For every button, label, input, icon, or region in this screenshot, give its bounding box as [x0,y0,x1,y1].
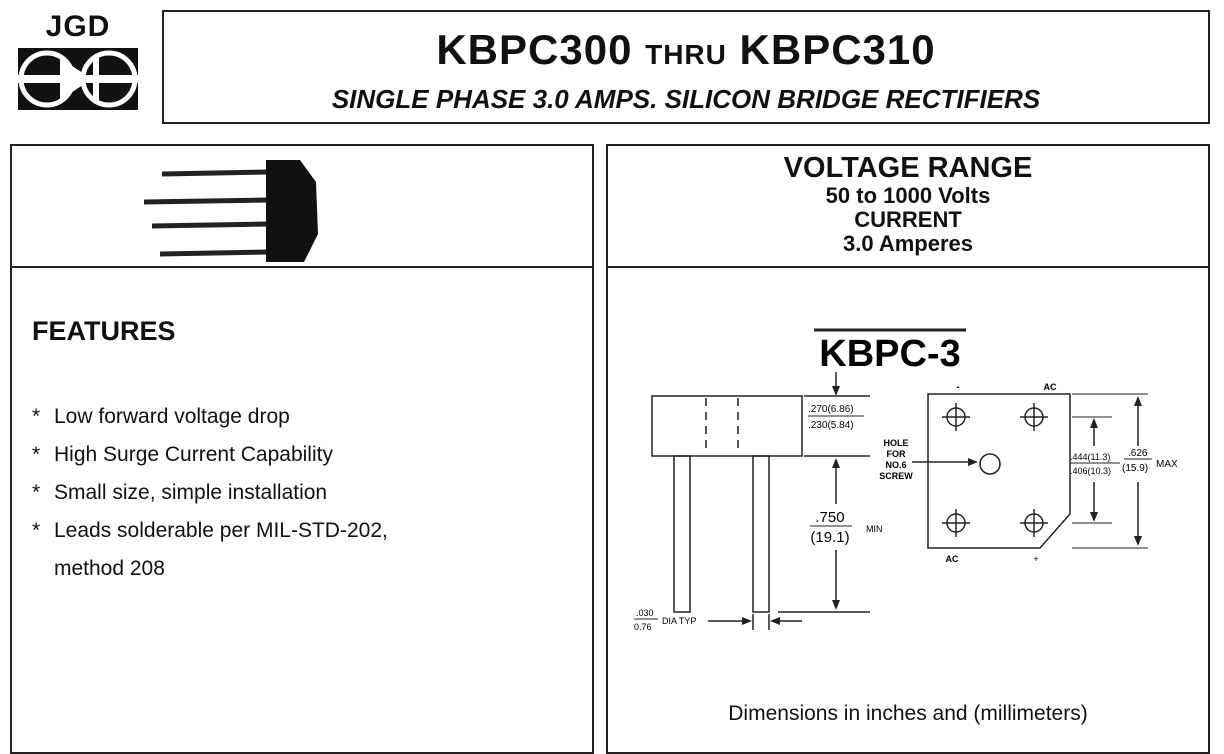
svg-text:AC: AC [1044,382,1057,392]
specs-panel: VOLTAGE RANGE 50 to 1000 Volts CURRENT 3… [606,144,1210,754]
part-from: KBPC300 [436,26,633,73]
svg-text:AC: AC [946,554,959,564]
svg-text:-: - [956,382,959,393]
title-box: KBPC300 THRU KBPC310 SINGLE PHASE 3.0 AM… [162,10,1210,124]
svg-text:FOR: FOR [887,449,906,459]
company-logo: JGD [16,10,144,114]
svg-text:.750: .750 [815,509,844,526]
features-panel: FEATURES *Low forward voltage drop *High… [10,144,594,754]
list-item: *High Surge Current Capability [32,440,388,478]
svg-text:.270(6.86): .270(6.86) [808,404,854,415]
logo-text: JGD [45,10,111,43]
list-item: *Small size, simple installation [32,478,388,516]
dimensions-note: Dimensions in inches and (millimeters) [728,702,1088,725]
voltage-heading: VOLTAGE RANGE [783,152,1033,184]
subtitle: SINGLE PHASE 3.0 AMPS. SILICON BRIDGE RE… [331,84,1041,114]
svg-text:MIN: MIN [866,524,883,534]
svg-text:.406(10.3): .406(10.3) [1070,466,1111,476]
package-name: KBPC-3 [819,333,960,375]
lead [673,455,691,613]
current-heading: CURRENT [854,207,962,232]
svg-text:SCREW: SCREW [879,471,913,481]
svg-text:(19.1): (19.1) [810,529,849,546]
svg-text:.230(5.84): .230(5.84) [808,420,854,431]
side-view-body [651,395,803,457]
svg-text:MAX: MAX [1156,459,1178,470]
current-value: 3.0 Amperes [842,231,974,256]
mounting-hole [979,453,1001,475]
package-side-illustration [143,160,318,262]
mechanical-drawing: KBPC-3 .270(6.86) .230(5.84) .750 (19.1)… [634,328,1178,632]
voltage-value: 50 to 1000 Volts [825,183,991,208]
svg-text:.030: .030 [636,608,654,618]
list-item: *Low forward voltage drop [32,402,388,440]
bullet: * [32,519,41,542]
svg-text:+: + [1033,554,1038,564]
bullet: * [32,443,41,466]
list-item: method 208 [54,557,165,580]
part-number-title: KBPC300 THRU KBPC310 [164,26,1208,74]
features-heading: FEATURES [32,316,176,346]
bullet: * [32,405,41,428]
top-view-body [927,393,1071,549]
panel-divider [608,266,1208,268]
diode-logo-icon [18,48,138,110]
svg-text:HOLE: HOLE [883,438,908,448]
svg-text:(15.9): (15.9) [1122,463,1148,474]
ratings-block: VOLTAGE RANGE 50 to 1000 Volts CURRENT 3… [608,152,1208,256]
part-to: KBPC310 [739,26,936,73]
svg-text:NO.6: NO.6 [885,460,906,470]
list-item: *Leads solderable per MIL-STD-202, [32,516,388,554]
panel-divider [12,266,592,268]
thru-label: THRU [645,39,727,70]
lead [752,455,770,613]
svg-text:.444(11.3): .444(11.3) [1070,452,1110,462]
svg-text:0.76: 0.76 [634,622,652,632]
svg-text:.626: .626 [1128,448,1148,459]
bullet: * [32,481,41,504]
features-list: *Low forward voltage drop *High Surge Cu… [32,402,388,592]
svg-text:DIA TYP: DIA TYP [662,616,696,626]
